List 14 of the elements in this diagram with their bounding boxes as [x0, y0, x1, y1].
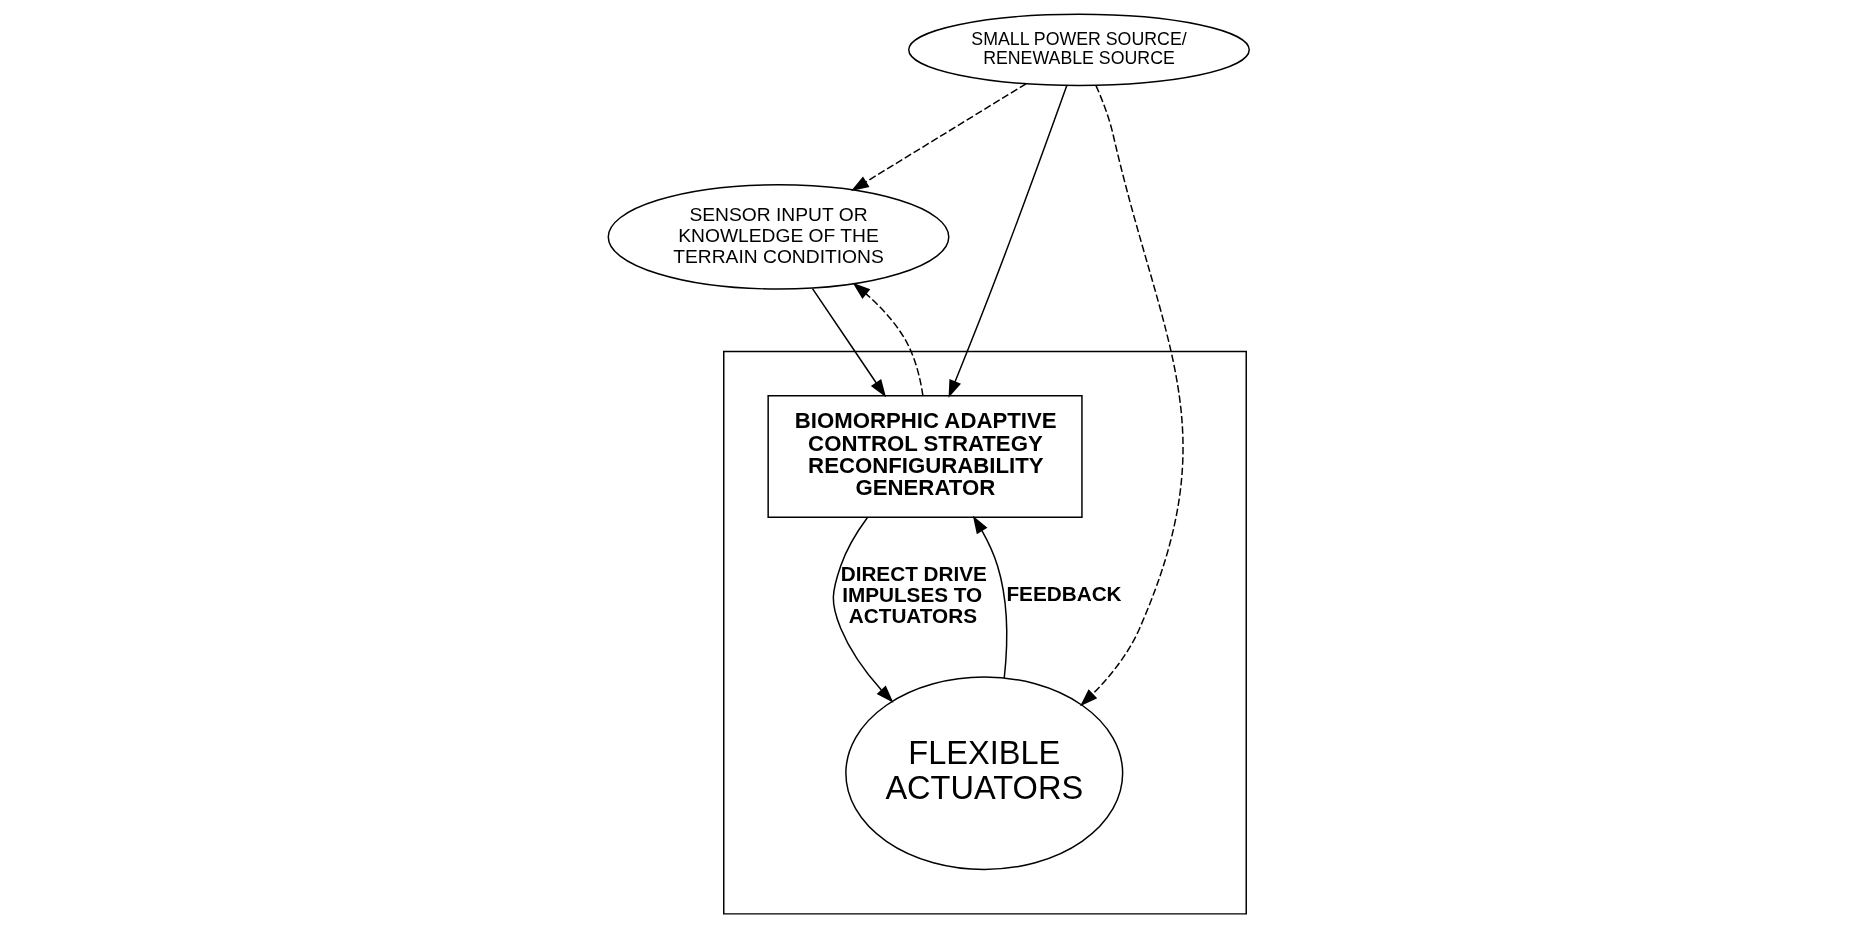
arrow — [832, 517, 893, 703]
arrow — [850, 83, 1027, 191]
arrow — [811, 287, 886, 398]
arrow — [1079, 84, 1184, 707]
arrow — [972, 515, 1007, 679]
edge-label: FEEDBACK — [1005, 582, 1122, 606]
node-ellipse: SENSOR INPUT OR KNOWLEDGE OF THE TERRAIN CONDITIONS — [607, 184, 949, 290]
arrow — [948, 85, 1067, 398]
arrow — [852, 282, 924, 397]
node-ellipse: SMALL POWER SOURCE/ RENEWABLE SOURCE — [907, 13, 1250, 87]
edge-label: DIRECT DRIVE IMPULSES TO ACTUATORS — [840, 562, 987, 627]
node-box: BIOMORPHIC ADAPTIVE CONTROL STRATEGY RECONFIGURABILITY GENERATOR — [766, 395, 1083, 518]
node-ellipse: FLEXIBLE ACTUATORS — [844, 676, 1123, 871]
cluster — [722, 350, 1247, 915]
